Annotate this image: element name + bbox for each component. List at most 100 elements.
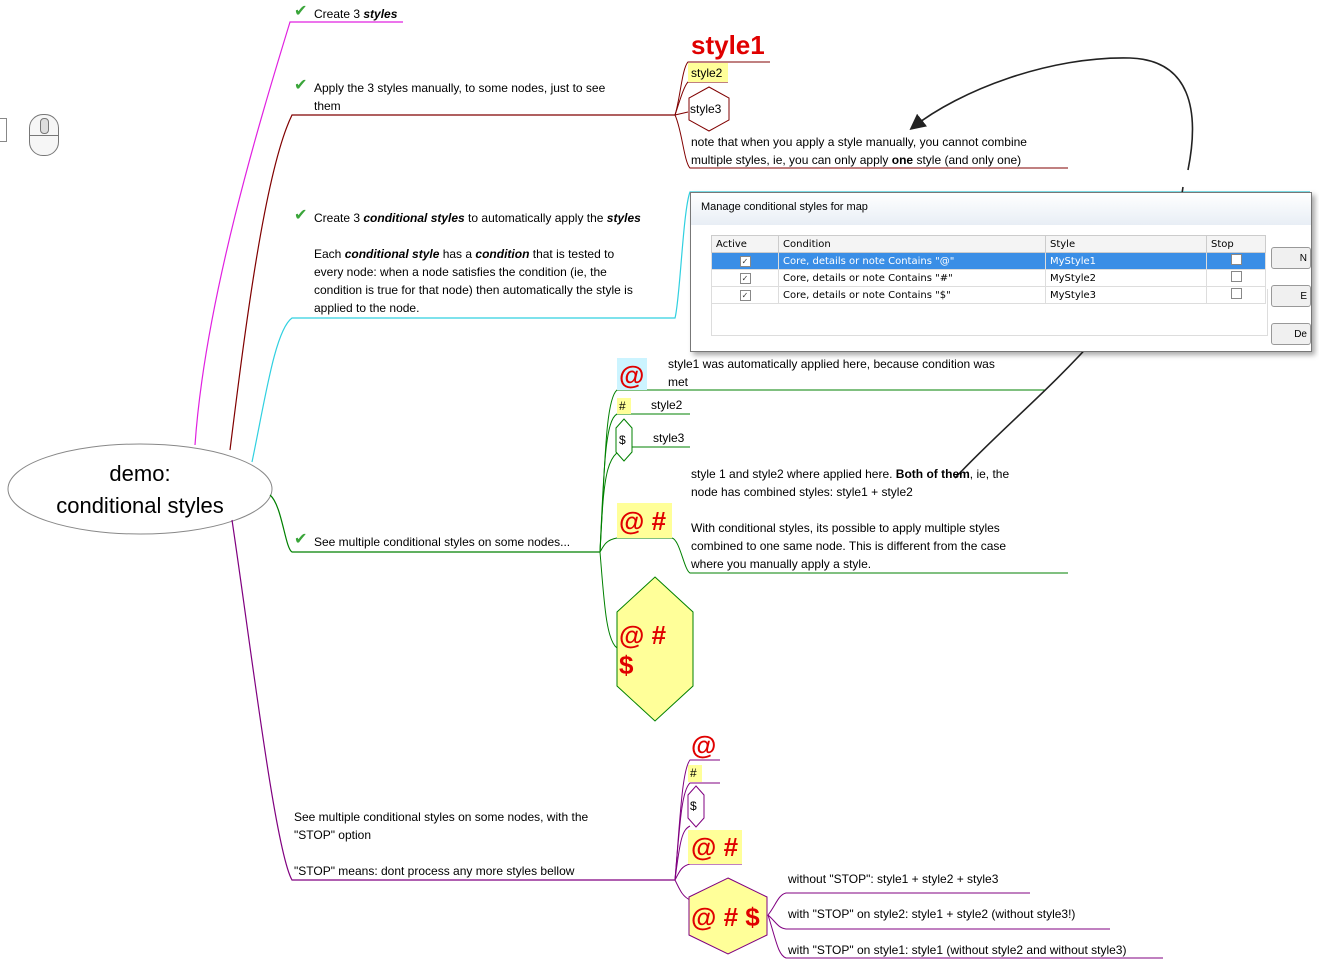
- left-edge-box-icon: [0, 118, 7, 142]
- row-style: MyStyle1: [1045, 252, 1207, 270]
- node-step2[interactable]: Apply the 3 styles manually, to some nod…: [314, 79, 605, 115]
- check-icon: ✔: [294, 77, 308, 94]
- stop-checkbox[interactable]: [1230, 254, 1242, 265]
- step3-p1a: Each: [314, 247, 345, 261]
- delete-button[interactable]: De: [1271, 323, 1311, 345]
- step3-p4: applied to the node.: [314, 301, 420, 315]
- node-s4-dollar[interactable]: $: [619, 433, 626, 447]
- row-condition: Core, details or note Contains "@": [778, 252, 1046, 270]
- stop-checkbox[interactable]: [1230, 288, 1242, 299]
- link-step4: [269, 494, 600, 553]
- arrow-dialog-to-comment: [954, 332, 1101, 479]
- root-node-shape: [7, 443, 273, 535]
- stop-checkbox[interactable]: [1230, 271, 1242, 282]
- node-style1[interactable]: style1: [691, 30, 765, 60]
- node-manual-note[interactable]: note that when you apply a style manuall…: [691, 133, 1027, 169]
- s4-big-line1: @ #: [619, 620, 667, 650]
- s4-c1a: style 1 and style2 where applied here.: [691, 467, 896, 481]
- s4-s1-line2: met: [668, 375, 689, 389]
- node-style3[interactable]: style3: [690, 102, 722, 116]
- node-s5-dollar[interactable]: $: [690, 799, 697, 813]
- step2-line2: them: [314, 99, 341, 113]
- node-s5-note3[interactable]: with "STOP" on style1: style1 (without s…: [788, 943, 1127, 957]
- style3-hexagon: [688, 86, 730, 132]
- node-step3[interactable]: Create 3 conditional styles to automatic…: [314, 209, 641, 317]
- node-s4-big[interactable]: @ # $: [619, 620, 666, 680]
- link-step3: [251, 191, 1310, 463]
- new-button[interactable]: N: [1271, 247, 1311, 269]
- link-step2: [229, 114, 675, 451]
- active-checkbox[interactable]: ✓: [739, 289, 751, 301]
- node-s4-style2[interactable]: style2: [651, 398, 683, 412]
- node-step4[interactable]: See multiple conditional styles on some …: [314, 535, 571, 549]
- step3-d: styles: [606, 211, 641, 225]
- node-s5-at[interactable]: @: [691, 730, 717, 760]
- step3-a: Create 3: [314, 211, 364, 225]
- s5-athash-highlight: [688, 830, 742, 864]
- check-icon: ✔: [294, 3, 308, 20]
- table-row[interactable]: ✓ Core, details or note Contains "#" MyS…: [711, 269, 1266, 287]
- node-s5-note1[interactable]: without "STOP": style1 + style2 + style3: [788, 872, 999, 886]
- node-s4-athash[interactable]: @ #: [619, 506, 667, 536]
- edit-button[interactable]: E: [1271, 285, 1311, 307]
- col-active: Active: [711, 235, 779, 253]
- node-style2[interactable]: style2: [691, 66, 723, 80]
- step5-l3: "STOP" means: dont process any more styl…: [294, 864, 575, 878]
- link-s5-dollar: [674, 825, 691, 881]
- step2-line1: Apply the 3 styles manually, to some nod…: [314, 81, 606, 95]
- node-s4-style3[interactable]: style3: [653, 431, 685, 445]
- table-row[interactable]: ✓ Core, details or note Contains "@" MyS…: [711, 252, 1266, 270]
- step3-p2: every node: when a node satisfies the co…: [314, 265, 607, 279]
- s4-big-line2: $: [619, 650, 634, 680]
- s4-athash-highlight: [617, 503, 672, 538]
- node-s5-all[interactable]: @ # $: [691, 902, 760, 932]
- row-condition: Core, details or note Contains "#": [778, 269, 1046, 287]
- s4-c4: combined to one same node. This is diffe…: [691, 539, 1007, 553]
- node-step5[interactable]: See multiple conditional styles on some …: [294, 808, 588, 880]
- step1-prefix: Create 3: [314, 7, 364, 21]
- s4-c1b: Both of them: [895, 467, 970, 481]
- step3-p1d: condition: [475, 247, 530, 261]
- conditional-styles-table: Active Condition Style Stop ✓ Core, deta…: [711, 235, 1266, 304]
- link-step5: [231, 519, 675, 881]
- step3-p1c: has a: [439, 247, 476, 261]
- s5-hash-highlight: [688, 765, 702, 782]
- node-s4-at[interactable]: @: [619, 360, 645, 390]
- link-s5-n1: [767, 892, 1030, 916]
- style2-highlight: [688, 63, 728, 82]
- node-s4-hash[interactable]: #: [619, 399, 626, 413]
- link-s5-n3: [767, 914, 1163, 959]
- table-row[interactable]: ✓ Core, details or note Contains "$" MyS…: [711, 286, 1266, 304]
- step5-l1: See multiple conditional styles on some …: [294, 810, 589, 824]
- link-s5-athash: [674, 863, 742, 881]
- dialog-titlebar: [691, 193, 1311, 225]
- link-s5-n2: [767, 914, 1110, 930]
- node-s5-note2[interactable]: with "STOP" on style2: style1 + style2 (…: [788, 907, 1076, 921]
- node-s4-comment[interactable]: style 1 and style2 where applied here. B…: [691, 465, 1009, 573]
- node-s5-hash[interactable]: #: [690, 766, 697, 780]
- step3-c: to automatically apply the: [464, 211, 607, 225]
- node-s5-athash[interactable]: @ #: [691, 832, 739, 862]
- link-s4-big: [599, 551, 618, 649]
- root-node[interactable]: demo: conditional styles: [10, 458, 270, 522]
- s5-big-hexagon: [688, 877, 768, 955]
- link-s5-all: [674, 879, 691, 901]
- manual-note-line2a: multiple styles, ie, you can only apply: [691, 153, 892, 167]
- step3-b: conditional styles: [363, 211, 465, 225]
- s4-c2: node has combined styles: style1 + style…: [691, 485, 913, 499]
- active-checkbox[interactable]: ✓: [739, 255, 751, 267]
- active-checkbox[interactable]: ✓: [739, 272, 751, 284]
- node-step1[interactable]: Create 3 styles: [314, 5, 397, 23]
- mouse-icon: [29, 114, 59, 156]
- step1-em: styles: [363, 7, 398, 21]
- link-step1: [194, 21, 403, 446]
- node-s4-at-note[interactable]: style1 was automatically applied here, b…: [668, 355, 995, 391]
- s4-c1c: , ie, the: [969, 467, 1010, 481]
- step5-l2: "STOP" option: [294, 828, 372, 842]
- link-s4-comment: [671, 537, 1068, 574]
- step3-p3: condition is true for that node) then au…: [314, 283, 633, 297]
- col-condition: Condition: [778, 235, 1046, 253]
- s4-c3: With conditional styles, its possible to…: [691, 521, 1000, 535]
- root-title-line2: conditional styles: [56, 493, 224, 518]
